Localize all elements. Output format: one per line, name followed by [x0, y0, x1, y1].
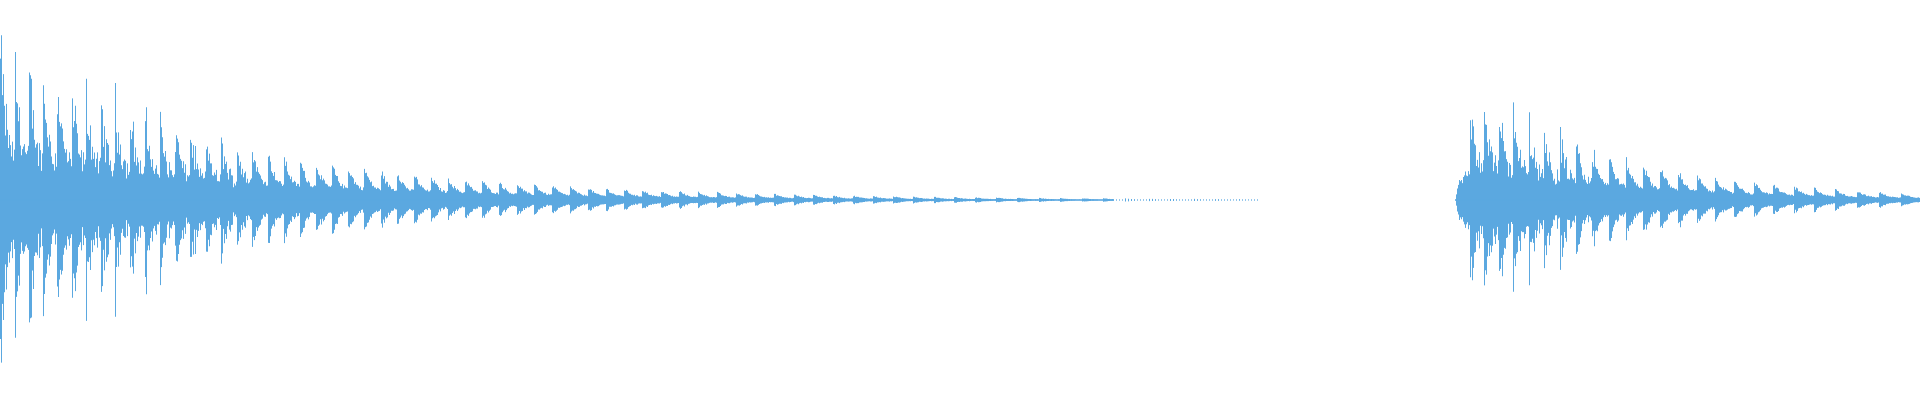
waveform-clips — [0, 35, 1920, 363]
waveform-clip-2[interactable] — [1455, 102, 1920, 292]
waveform-clip-1[interactable] — [0, 35, 1258, 363]
